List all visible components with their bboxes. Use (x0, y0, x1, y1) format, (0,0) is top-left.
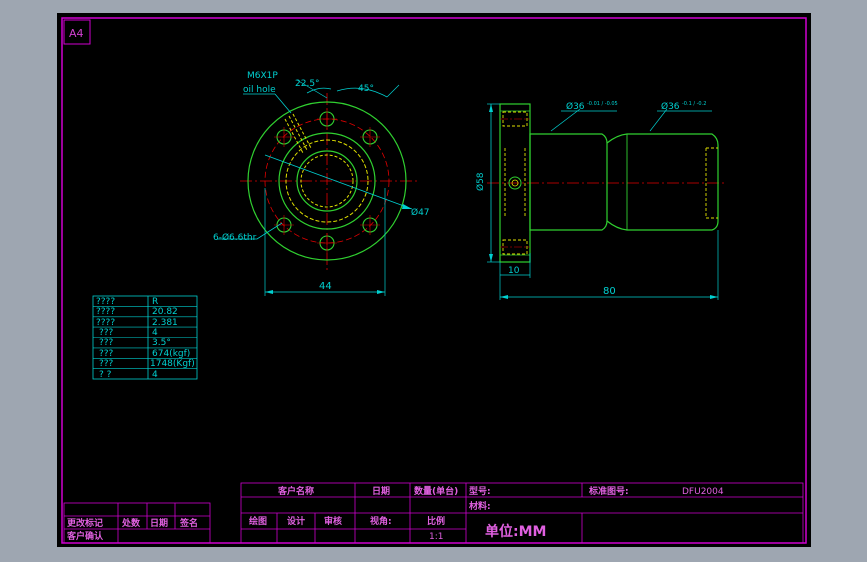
unit-label: 单位:MM (485, 523, 546, 540)
bore-outline (296, 150, 358, 212)
drawing-sheet: A4 (57, 13, 811, 547)
flange-outline (247, 101, 407, 261)
body-dia-1: Ø36 (566, 101, 585, 112)
scale-value: 1:1 (429, 532, 443, 542)
date-label: 日期 (372, 485, 390, 497)
width-dim: 44 (319, 281, 332, 292)
total-length-dim: 80 (603, 286, 616, 297)
flange-thickness-dim: 10 (508, 266, 520, 276)
oil-hole (284, 113, 312, 154)
oil-hole-callout: oil hole (243, 85, 276, 95)
body-profile (529, 133, 608, 231)
revision-block: 更改标记 处数 日期 签名 客户确认 (63, 502, 211, 544)
material-label: 材料: (468, 500, 491, 512)
spec-value: 20.82 (152, 307, 178, 317)
front-view: Ø47 6-Ø6.6thr M6X1P oil hole 22.5° 45° 4… (213, 71, 430, 296)
thread-callout: M6X1P (247, 71, 278, 81)
spec-label: ??? (99, 349, 114, 359)
design-label: 设计 (287, 515, 305, 527)
customer-name-label: 客户名称 (277, 485, 314, 497)
body-dia-2: Ø36 (661, 101, 680, 112)
angle-dim-a: 22.5° (295, 79, 320, 89)
body-tol-1: -0.01 / -0.05 (587, 101, 618, 107)
revision-date: 日期 (150, 517, 168, 529)
draw-label: 绘图 (249, 515, 267, 527)
bolt-circle-dim: Ø47 (411, 207, 430, 218)
spec-label: ???? (96, 297, 115, 307)
angle-dim-b: 45° (358, 84, 374, 94)
spec-value: 4 (152, 328, 158, 338)
flange-dia-dim: Ø58 (475, 172, 486, 191)
model-label: 型号: (469, 485, 491, 497)
spec-drawing-label: 标准图号: (588, 485, 629, 497)
mount-holes-callout: 6-Ø6.6thr (213, 232, 257, 243)
spec-label: ? ? (99, 370, 112, 380)
quantity-label: 数量(单台) (414, 485, 458, 497)
spec-value: 674(kgf) (152, 349, 190, 359)
view-angle-label: 视角: (370, 515, 392, 527)
revision-change-mark: 更改标记 (67, 517, 103, 529)
spec-label: ??? (99, 359, 114, 369)
spec-label: ??? (99, 328, 114, 338)
cad-drawing: A4 (61, 17, 807, 544)
body-tol-2: -0.1 / -0.2 (682, 101, 706, 107)
revision-location: 处数 (121, 517, 141, 529)
spec-table: ???? R ???? 20.82 ???? 2.381 ??? 4 ??? 3… (92, 295, 198, 380)
spec-value: 3.5° (152, 338, 171, 348)
spec-value: R (152, 297, 158, 307)
spec-label: ???? (96, 307, 115, 317)
sheet-size-label: A4 (69, 27, 84, 40)
title-block: 客户名称 日期 数量(单台) 型号: 标准图号: 材料: 绘图 设计 审核 视角… (240, 482, 804, 544)
spec-value: 2.381 (152, 318, 178, 328)
size-label-box (63, 19, 91, 45)
revision-signature: 签名 (179, 517, 198, 529)
spec-label: ???? (96, 318, 115, 328)
sheet-border (61, 17, 807, 544)
customer-confirm: 客户确认 (66, 530, 104, 542)
spec-value: 1748(Kgf) (150, 359, 195, 369)
spec-label: ??? (99, 338, 114, 348)
drawing-number: DFU2004 (682, 487, 724, 497)
spec-value: 4 (152, 370, 158, 380)
review-label: 审核 (324, 515, 342, 527)
side-view: Ø58 Ø36 -0.01 / -0.05 Ø36 -0.1 / -0.2 10… (475, 101, 727, 300)
scale-label: 比例 (427, 515, 445, 527)
